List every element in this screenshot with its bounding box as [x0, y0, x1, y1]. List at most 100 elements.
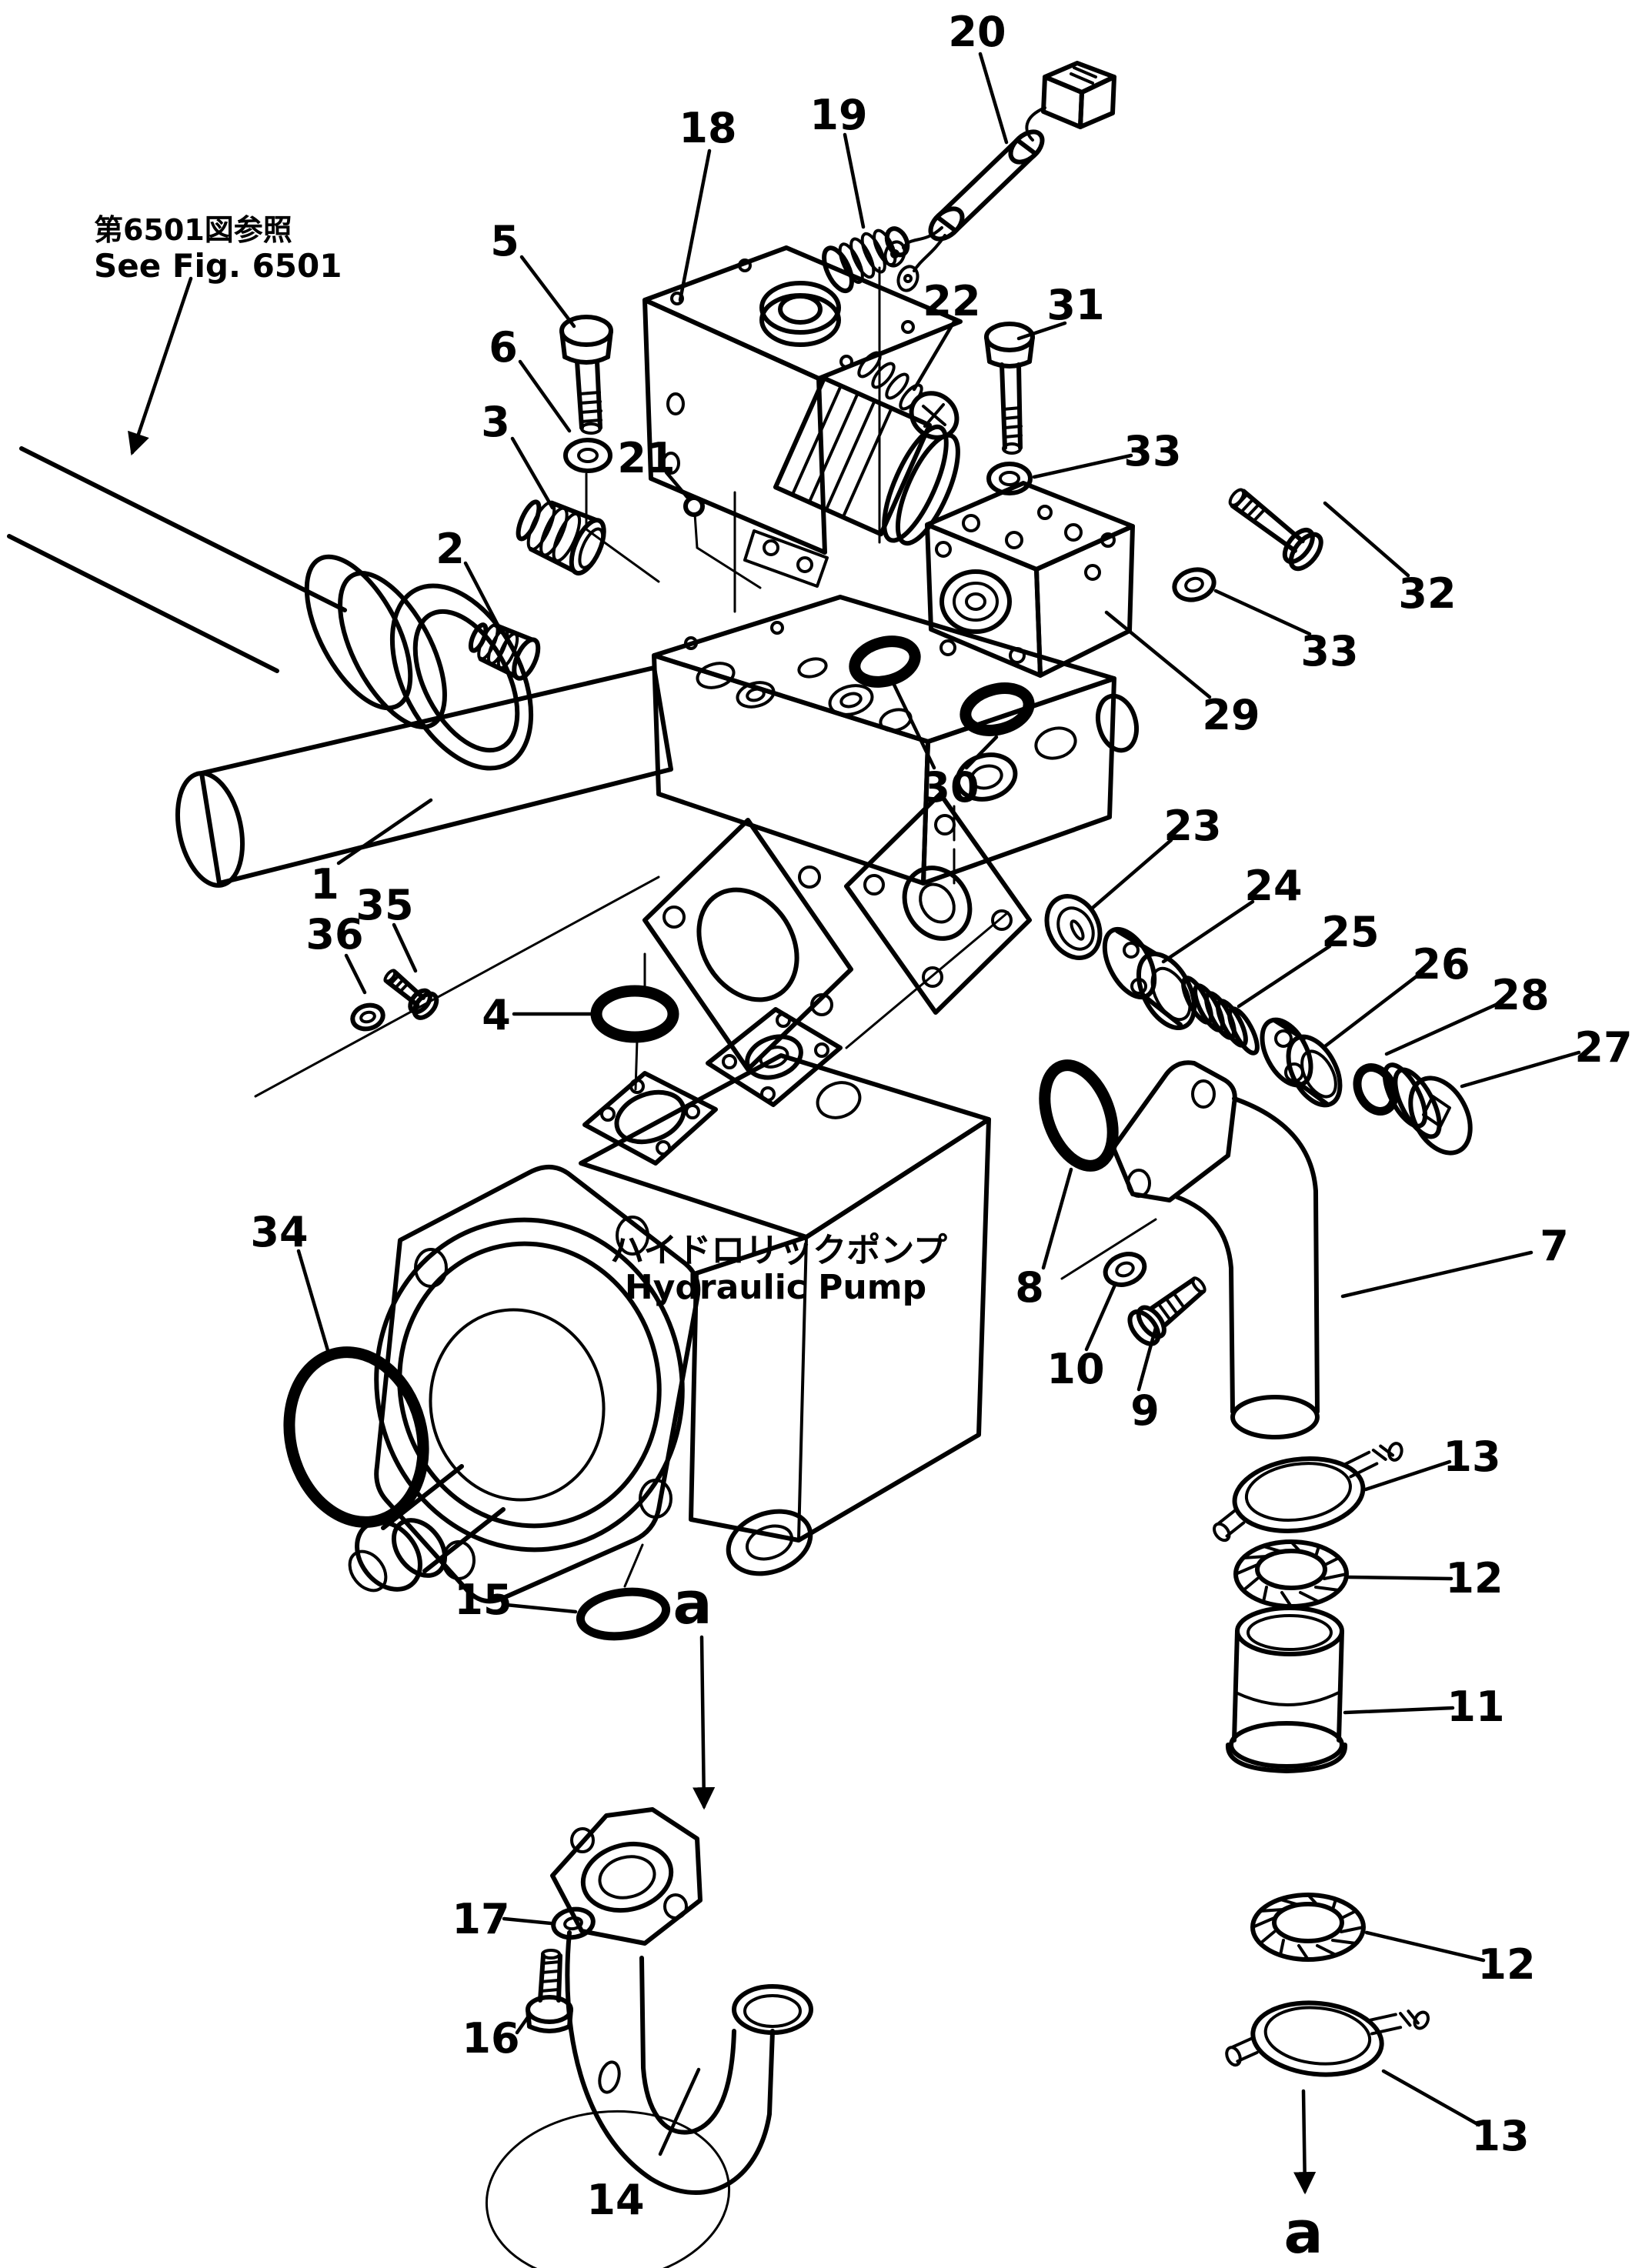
callout-21: 21 [617, 434, 675, 482]
section-arrow-a1 [693, 1635, 716, 1810]
section-arrow-a2 [1293, 2089, 1317, 2195]
leader-15 [504, 1603, 578, 1614]
part-26-valve [1260, 1017, 1343, 1108]
part-14-suction-elbow [485, 1807, 813, 2268]
callout-14: 14 [586, 2176, 644, 2224]
part-29-valve-block [925, 481, 1135, 678]
part-35-bolt [383, 969, 439, 1020]
part-32-bolt [1228, 488, 1323, 572]
leader-30 [892, 682, 936, 770]
section-marker-a1: a [672, 1569, 712, 1637]
callout-5: 5 [490, 217, 519, 265]
callout-16: 16 [462, 2014, 519, 2063]
part-12-ring-upper [1236, 1542, 1347, 1606]
note-see-fig-jp: 第6501図参照 [94, 213, 292, 247]
callout-36: 36 [305, 910, 363, 959]
callout-24: 24 [1244, 862, 1302, 910]
leader-26 [1323, 972, 1422, 1049]
part-31-bolt [984, 322, 1035, 455]
part-1-valve-body [175, 595, 1139, 1072]
leader-16 [515, 2015, 530, 2035]
callout-12b: 12 [1477, 1940, 1535, 1989]
callout-4: 4 [482, 991, 511, 1039]
leader-6 [518, 359, 572, 433]
callout-13b: 13 [1471, 2112, 1529, 2160]
leader-25 [1237, 944, 1332, 1009]
leader-17 [502, 1916, 553, 1926]
callout-23: 23 [1163, 802, 1221, 850]
callout-22: 22 [923, 277, 980, 325]
leader-36 [344, 953, 367, 995]
leader-10 [1084, 1281, 1118, 1352]
part-4-oring [590, 985, 679, 1043]
part-12-ring-lower [1253, 1895, 1363, 1959]
leader-11 [1343, 1706, 1455, 1715]
leader-22 [912, 319, 956, 392]
leader-33b [1213, 589, 1312, 636]
leader-12b [1364, 1930, 1486, 1963]
callout-27: 27 [1574, 1023, 1632, 1072]
part-21-ball [683, 495, 705, 517]
part-9-bolt [1127, 1276, 1206, 1346]
leader-7 [1340, 1250, 1534, 1299]
callout-32: 32 [1398, 569, 1456, 618]
part-33-washer-upper [986, 462, 1033, 495]
part-8-oring [1039, 1059, 1119, 1172]
callout-11: 11 [1447, 1683, 1504, 1731]
leader-23 [1090, 838, 1173, 910]
part-30-oring-right [960, 682, 1035, 736]
callout-34: 34 [250, 1208, 308, 1256]
leader-31 [1016, 321, 1067, 341]
part-30-oring-left [849, 635, 921, 688]
callout-15: 15 [454, 1576, 512, 1624]
part-28-oring [1353, 1063, 1399, 1116]
leader-9 [1136, 1326, 1158, 1392]
part-25-spring [1181, 976, 1260, 1056]
leader-19 [843, 132, 866, 229]
part-11-sleeve [1226, 1606, 1347, 1773]
section-marker-a2: a [1283, 2198, 1323, 2266]
leader-14 [658, 2067, 701, 2156]
part-20-cable-assembly [883, 61, 1116, 292]
callout-2: 2 [436, 525, 465, 573]
inlet-pipe [7, 446, 534, 771]
callout-33a: 33 [1123, 427, 1181, 475]
callout-9: 9 [1130, 1386, 1160, 1435]
leader-13a [1363, 1459, 1452, 1492]
callout-6: 6 [489, 323, 518, 372]
leader-2 [463, 561, 504, 635]
part-33-washer-lower [1172, 567, 1216, 602]
leader-8 [1041, 1167, 1073, 1270]
callout-33b: 33 [1300, 627, 1358, 675]
leader-20 [978, 52, 1009, 145]
part-10-washer [1103, 1252, 1147, 1287]
callout-31: 31 [1046, 281, 1104, 329]
pump-label-jp: ハイドロリックポンプ [610, 1231, 947, 1270]
part-18-solenoid-valve [642, 245, 963, 588]
callout-12a: 12 [1445, 1554, 1503, 1603]
part-27-plug [1382, 1062, 1473, 1156]
leader-34 [296, 1249, 332, 1358]
part-17-washer [551, 1906, 596, 1940]
leader-33a [1032, 453, 1133, 479]
callout-8: 8 [1015, 1263, 1044, 1312]
see-fig-arrow [128, 276, 193, 456]
callout-26: 26 [1412, 940, 1470, 989]
callout-10: 10 [1046, 1345, 1104, 1393]
callout-35: 35 [355, 881, 413, 929]
callout-30: 30 [921, 763, 979, 812]
part-7-elbow-tube [1111, 1060, 1320, 1439]
part-13-clamp-lower [1223, 1990, 1431, 2087]
leader-18 [678, 148, 712, 302]
part-36-washer [350, 1002, 385, 1032]
callout-18: 18 [679, 104, 736, 152]
leader-27 [1460, 1050, 1581, 1089]
part-5-bolt [559, 315, 613, 435]
part-3-plug [516, 499, 606, 575]
callout-1: 1 [310, 860, 339, 909]
part-2-plug [468, 622, 541, 681]
callout-7: 7 [1540, 1222, 1569, 1270]
leader-24 [1161, 899, 1255, 964]
